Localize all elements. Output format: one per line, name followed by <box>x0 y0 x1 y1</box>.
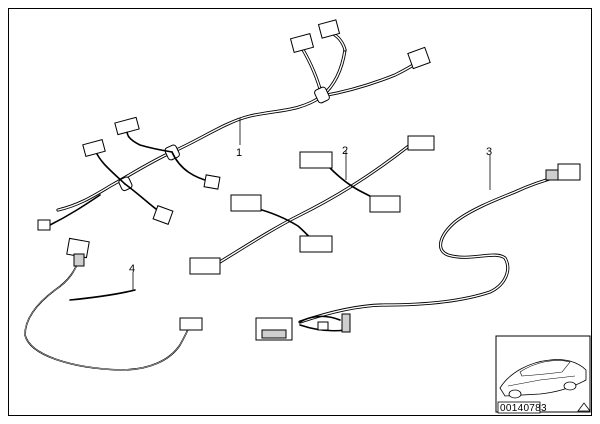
diagram-frame <box>8 8 592 416</box>
vehicle-inset: 00140783 <box>495 335 591 414</box>
wiring-harness-4[interactable] <box>24 237 203 371</box>
reference-code: 00140783 <box>500 403 547 414</box>
label-1: 1 <box>236 147 242 159</box>
car-silhouette-icon <box>499 359 587 399</box>
label-2: 2 <box>342 145 348 157</box>
wiring-harness-1[interactable] <box>37 19 431 231</box>
wiring-harness-3[interactable] <box>255 163 581 341</box>
triangle-mark-icon <box>577 402 591 412</box>
label-3: 3 <box>486 146 492 158</box>
wiring-harness-2[interactable] <box>189 135 435 275</box>
label-4: 4 <box>129 263 135 275</box>
